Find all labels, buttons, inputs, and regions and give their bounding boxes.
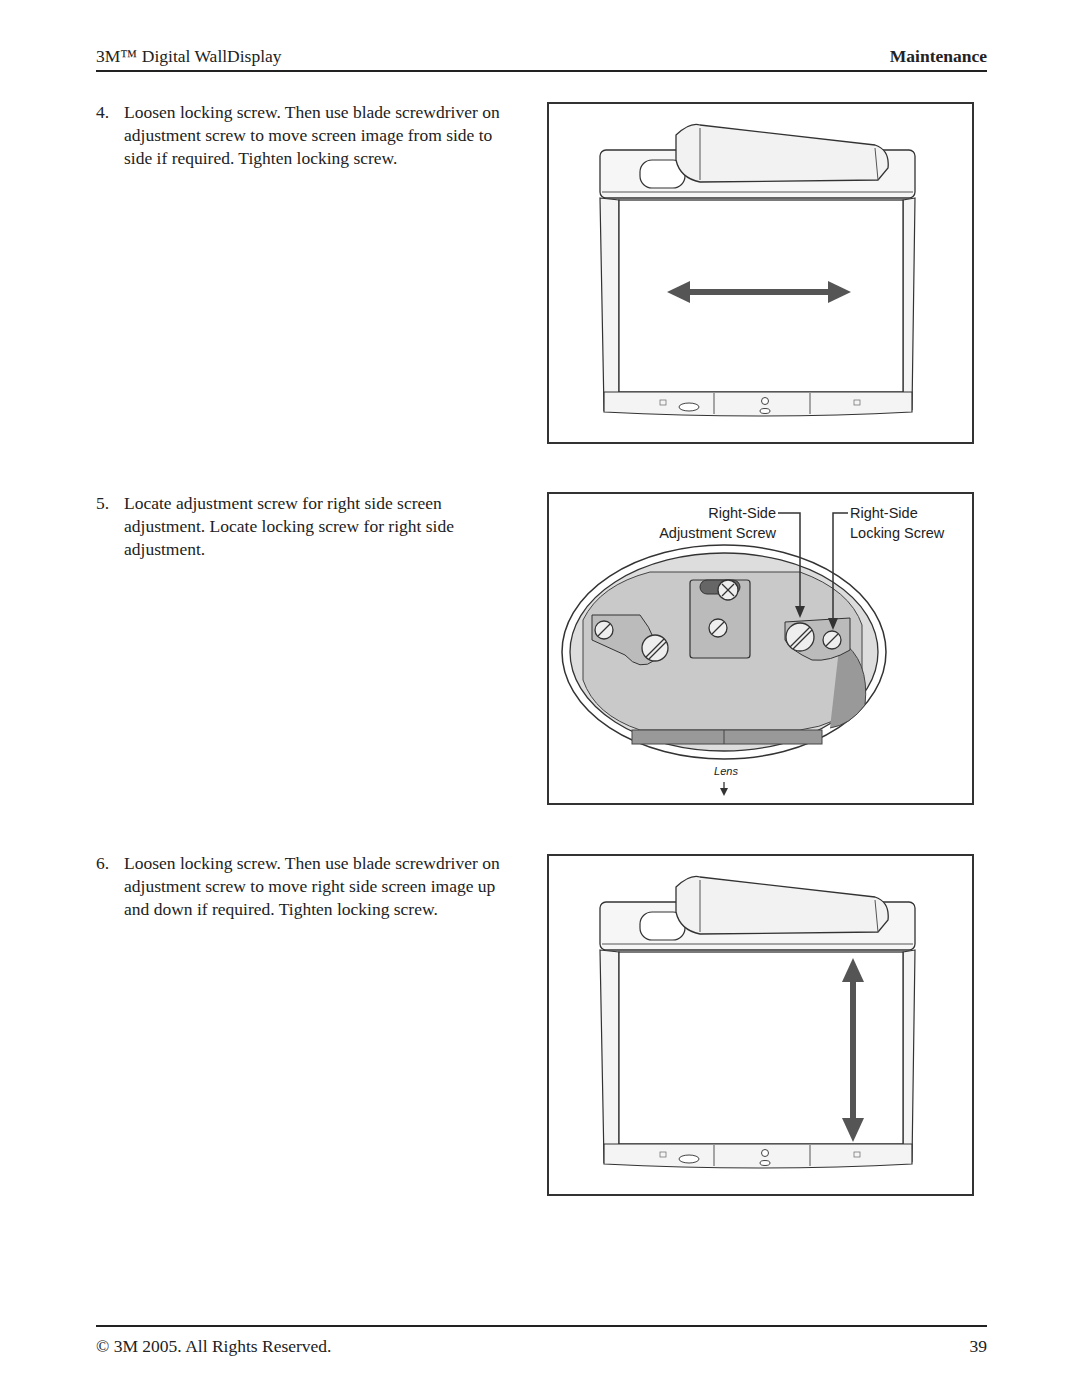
callout-label: Lens [704, 764, 748, 778]
step-number: 5. [96, 492, 109, 515]
running-header: 3M™ Digital WallDisplay [96, 45, 282, 67]
step-text: Loosen locking screw. Then use blade scr… [124, 101, 524, 170]
page-number: 39 [970, 1335, 988, 1357]
step-text: Loosen locking screw. Then use blade scr… [124, 852, 524, 921]
section-name: Maintenance [890, 45, 987, 67]
callout-label: Right-Side Adjustment Screw [634, 503, 776, 543]
callout-label: Right-Side Locking Screw [850, 503, 968, 543]
step-text: Locate adjustment screw for right side s… [124, 492, 524, 561]
step-number: 6. [96, 852, 109, 875]
copyright: © 3M 2005. All Rights Reserved. [96, 1335, 331, 1357]
step-number: 4. [96, 101, 109, 124]
